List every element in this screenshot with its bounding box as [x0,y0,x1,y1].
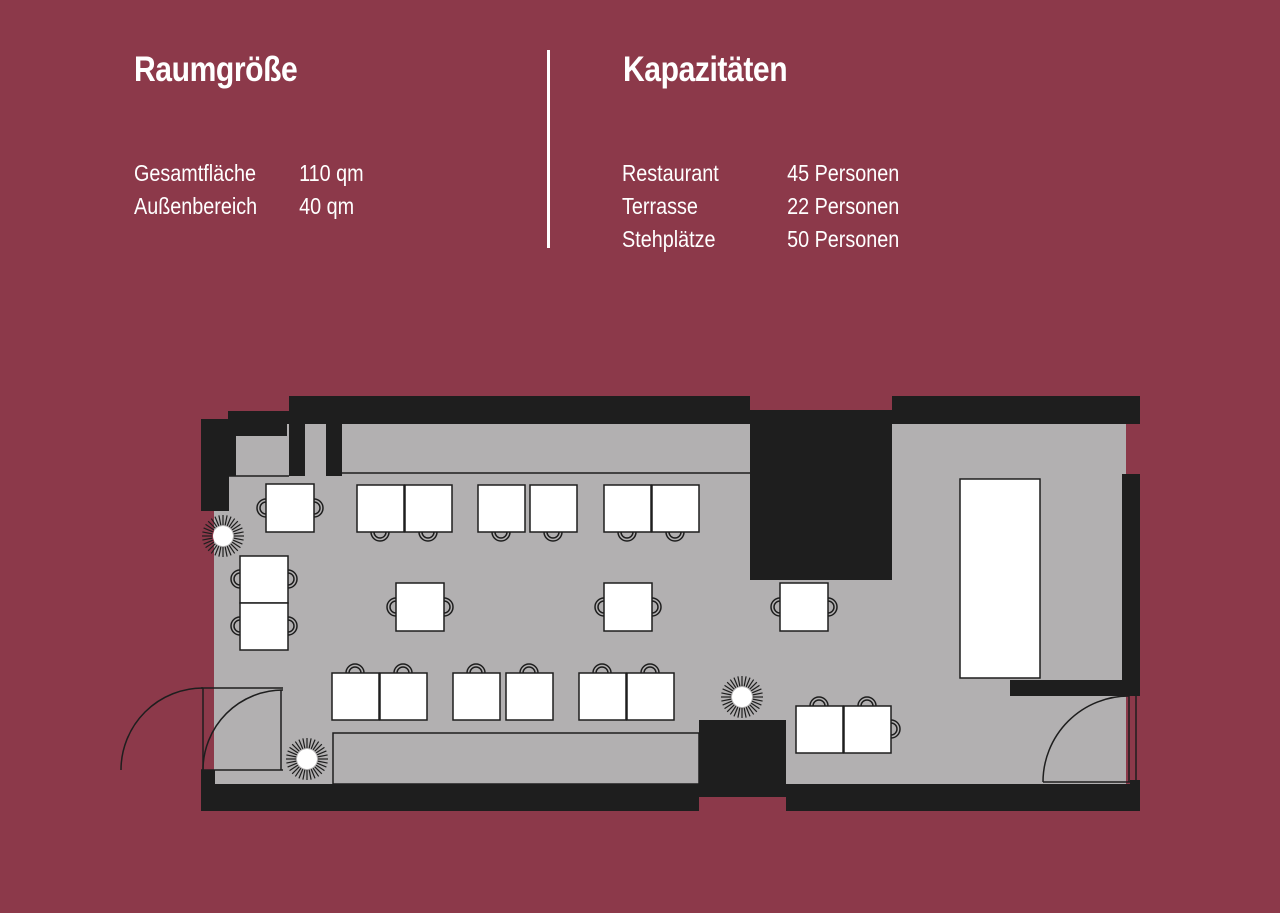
doors [120,687,1137,783]
room-size-row: Gesamtfläche 110 qm [134,157,364,190]
chair-icon [287,616,298,636]
wall [750,410,892,580]
counter-outline [332,732,700,785]
table-icon [239,602,289,651]
chair-icon [857,696,877,707]
wall [201,419,229,511]
room-size-row: Außenbereich 40 qm [134,190,354,223]
wall [892,396,1140,424]
chair-icon [230,569,241,589]
chair-icon [617,531,637,542]
chair-icon [443,597,454,617]
room-size-label: Außenbereich [134,193,258,219]
table-icon [795,705,844,754]
chairs [230,498,901,739]
table-icon [843,705,892,754]
door-icon [120,687,284,771]
wall [1130,780,1140,790]
chair-icon [592,663,612,674]
chair-icon [640,663,660,674]
wall [289,396,750,424]
capacity-label: Terrasse [622,193,698,219]
capacity-label: Stehplätze [622,226,716,252]
plant-icon [286,738,328,780]
chair-icon [890,719,901,739]
capacity-value: 22 Personen [787,193,900,219]
wall [201,770,215,790]
table-icon [651,484,700,533]
chair-icon [827,597,838,617]
plant-icon [721,676,763,718]
table-icon [779,582,829,632]
table-icon [356,484,405,533]
table-icon [477,484,526,533]
room-size-value: 110 qm [299,160,364,186]
room-size-heading: Raumgröße [134,50,298,89]
room-size-label: Gesamtfläche [134,160,257,186]
table-icon [395,582,445,632]
table-icon [529,484,578,533]
chair-icon [466,663,486,674]
wall [1010,680,1136,696]
column-divider [547,50,550,248]
plant-icon [202,515,244,557]
table-icon [452,672,501,721]
capacity-value: 45 Personen [787,160,900,186]
chair-icon [491,531,511,542]
table-icon [603,582,653,632]
chair-icon [386,597,397,617]
tables [239,483,892,754]
wall [699,720,786,797]
wall [229,419,236,476]
chair-icon [519,663,539,674]
wall [326,424,342,476]
chair-icon [651,597,662,617]
chair-icon [543,531,563,542]
table-icon [626,672,675,721]
chair-icon [665,531,685,542]
chair-icon [809,696,829,707]
wall [201,784,699,811]
wall [786,784,1140,811]
chair-icon [345,663,365,674]
table-icon [578,672,627,721]
wall [289,424,305,476]
room-size-value: 40 qm [299,193,355,219]
walls [201,396,1140,811]
chair-icon [594,597,605,617]
wall [228,411,290,424]
capacity-row: Restaurant 45 Personen [622,157,899,190]
chair-icon [770,597,781,617]
table-icon [379,672,428,721]
table-icon [265,483,315,533]
capacities-heading: Kapazitäten [623,50,788,89]
chair-icon [313,498,324,518]
wall [1122,474,1140,696]
chair-icon [287,569,298,589]
capacity-label: Restaurant [622,160,719,186]
table-icon [331,672,380,721]
chair-icon [393,663,413,674]
capacity-value: 50 Personen [787,226,900,252]
chair-icon [230,616,241,636]
chair-icon [418,531,438,542]
bar-counter-icon [959,478,1041,679]
capacity-row: Stehplätze 50 Personen [622,223,899,256]
chair-icon [370,531,390,542]
door-icon [1042,695,1137,783]
wall [229,424,287,436]
table-icon [603,484,652,533]
capacity-row: Terrasse 22 Personen [622,190,899,223]
chair-icon [256,498,267,518]
plants [202,515,763,780]
table-icon [404,484,453,533]
table-icon [239,555,289,604]
table-icon [505,672,554,721]
floor-lines [229,472,750,785]
